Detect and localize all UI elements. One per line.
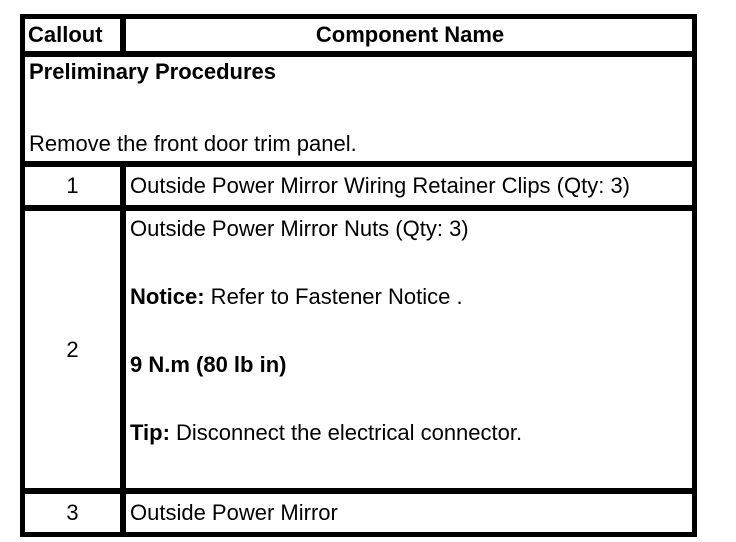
callout-number: 2 — [22, 208, 123, 491]
callout-number: 1 — [22, 164, 123, 208]
component-name-cell: Outside Power Mirror — [123, 491, 695, 535]
table-header-row: Callout Component Name — [22, 16, 695, 54]
component-line-text: Outside Power Mirror Nuts (Qty: 3) — [130, 216, 469, 241]
component-callout-table: Callout Component Name Preliminary Proce… — [20, 14, 697, 537]
component-line-text: Outside Power Mirror — [130, 500, 338, 525]
table-row: 2 Outside Power Mirror Nuts (Qty: 3) Not… — [22, 208, 695, 491]
tip-text: Disconnect the electrical connector. — [169, 420, 523, 445]
component-name-cell: Outside Power Mirror Wiring Retainer Cli… — [123, 164, 695, 208]
table-row: 3 Outside Power Mirror — [22, 491, 695, 535]
table-row: 1 Outside Power Mirror Wiring Retainer C… — [22, 164, 695, 208]
preliminary-procedures-row: Preliminary Procedures Remove the front … — [22, 54, 695, 164]
notice-text: Refer to Fastener Notice . — [204, 284, 463, 309]
callout-column-header: Callout — [22, 16, 123, 54]
preliminary-procedures-title: Preliminary Procedures — [29, 59, 277, 84]
callout-number: 3 — [22, 491, 123, 535]
component-name-column-header: Component Name — [123, 16, 695, 54]
tip-label: Tip: — [130, 420, 170, 445]
preliminary-instruction: Remove the front door trim panel. — [29, 131, 357, 156]
torque-spec: 9 N.m (80 lb in) — [130, 352, 287, 377]
component-line-text: Outside Power Mirror Wiring Retainer Cli… — [130, 173, 631, 198]
component-name-cell: Outside Power Mirror Nuts (Qty: 3) Notic… — [123, 208, 695, 491]
preliminary-procedures-cell: Preliminary Procedures Remove the front … — [22, 54, 695, 164]
notice-label: Notice: — [130, 284, 205, 309]
